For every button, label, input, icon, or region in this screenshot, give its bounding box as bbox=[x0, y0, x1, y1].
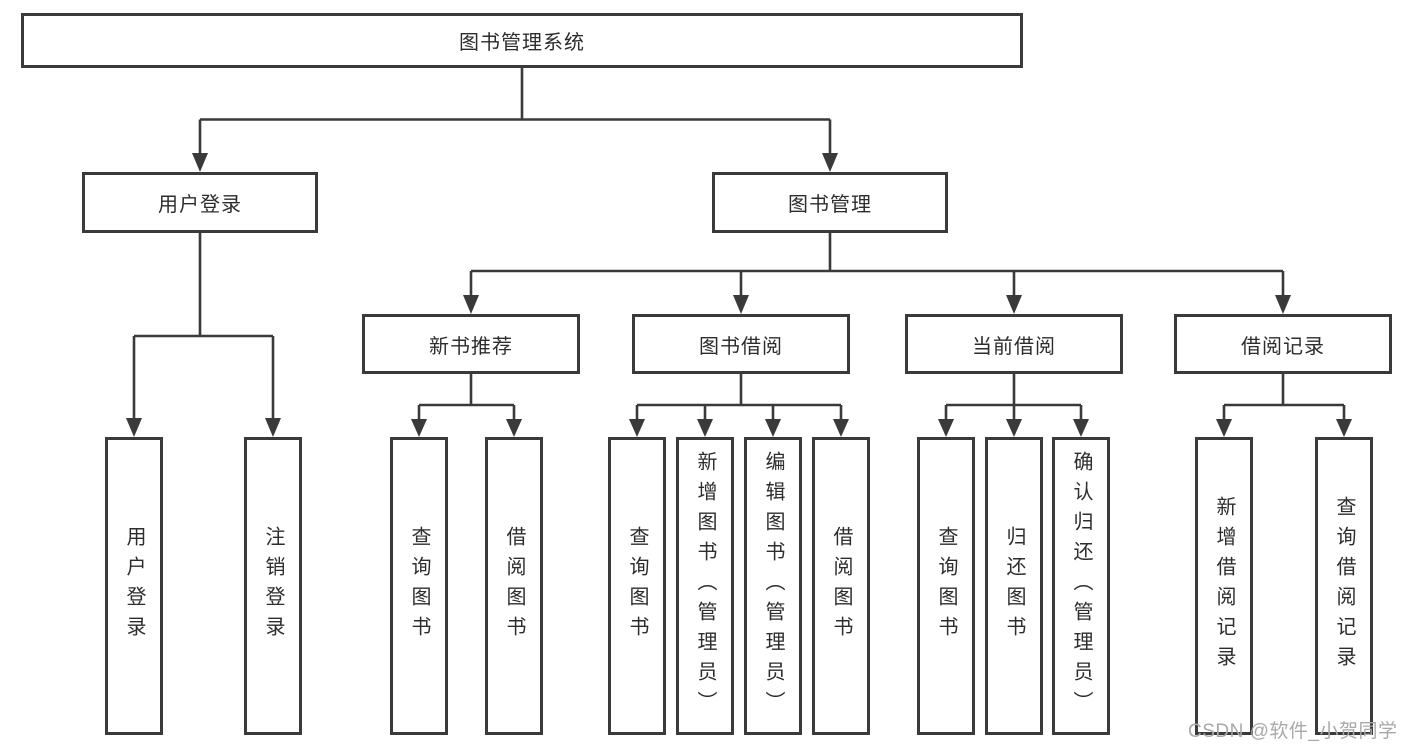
leaf-add-books-admin: 新增图书（管理员） bbox=[676, 437, 734, 735]
leaf-label: 查询图书 bbox=[626, 526, 648, 646]
leaf-return-books: 归还图书 bbox=[985, 437, 1043, 735]
leaf-label: 借阅图书 bbox=[503, 526, 525, 646]
leaf-add-borrow-record: 新增借阅记录 bbox=[1195, 437, 1253, 735]
leaf-borrow-books: 借阅图书 bbox=[485, 437, 543, 735]
leaf-label: 确认归还（管理员） bbox=[1070, 451, 1092, 721]
node-book-management: 图书管理 bbox=[712, 172, 948, 233]
leaf-label: 查询图书 bbox=[935, 526, 957, 646]
csdn-watermark: CSDN @软件_小贺同学 bbox=[1188, 721, 1398, 742]
leaf-label: 用户登录 bbox=[123, 526, 145, 646]
leaf-label: 新增图书（管理员） bbox=[694, 451, 716, 721]
leaf-borrow-books: 借阅图书 bbox=[812, 437, 870, 735]
leaf-label: 编辑图书（管理员） bbox=[762, 451, 784, 721]
leaf-label: 查询借阅记录 bbox=[1333, 496, 1355, 676]
leaf-query-books: 查询图书 bbox=[917, 437, 975, 735]
leaf-query-books: 查询图书 bbox=[608, 437, 666, 735]
leaf-label: 新增借阅记录 bbox=[1213, 496, 1235, 676]
leaf-edit-books-admin: 编辑图书（管理员） bbox=[744, 437, 802, 735]
node-book-borrowing: 图书借阅 bbox=[632, 314, 850, 374]
leaf-query-books: 查询图书 bbox=[390, 437, 448, 735]
leaf-label: 归还图书 bbox=[1003, 526, 1025, 646]
leaf-label: 查询图书 bbox=[408, 526, 430, 646]
node-borrowing-records: 借阅记录 bbox=[1174, 314, 1392, 374]
node-library-management-system: 图书管理系统 bbox=[21, 13, 1023, 68]
leaf-query-borrow-record: 查询借阅记录 bbox=[1315, 437, 1373, 735]
arrowheads bbox=[126, 153, 1352, 437]
leaf-logout-login: 注销登录 bbox=[244, 437, 302, 735]
node-user-login: 用户登录 bbox=[82, 172, 318, 233]
node-current-borrowing: 当前借阅 bbox=[905, 314, 1123, 374]
leaf-confirm-return-admin: 确认归还（管理员） bbox=[1052, 437, 1110, 735]
leaf-label: 借阅图书 bbox=[830, 526, 852, 646]
leaf-label: 注销登录 bbox=[262, 526, 284, 646]
node-new-book-recommend: 新书推荐 bbox=[362, 314, 580, 374]
leaf-user-login: 用户登录 bbox=[105, 437, 163, 735]
